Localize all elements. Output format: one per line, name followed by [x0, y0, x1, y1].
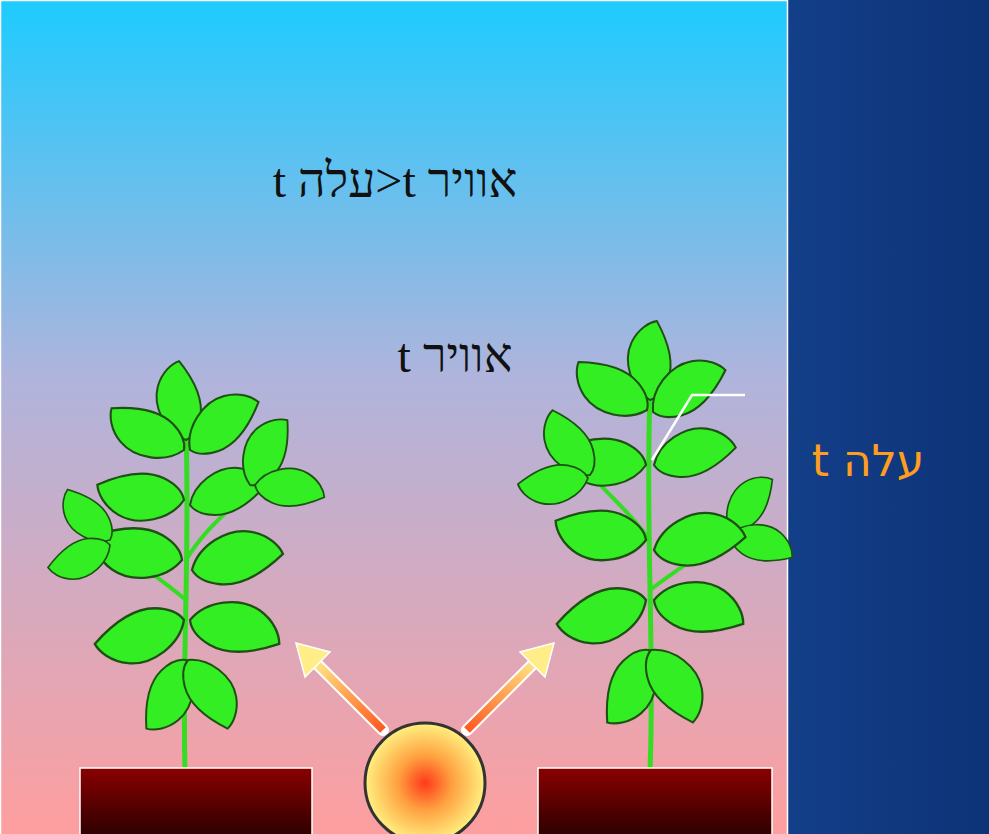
heater — [365, 723, 485, 834]
leader-line — [652, 395, 745, 460]
left-pot — [80, 768, 312, 834]
leaf-label: t עלה — [812, 435, 925, 486]
air-label: t אוויר — [398, 328, 513, 383]
right-pot — [538, 768, 772, 834]
heat-arrows — [296, 643, 554, 730]
left-plant — [43, 360, 328, 770]
comparison-label: t עלה>t אוויר — [273, 153, 518, 208]
right-plant — [517, 319, 800, 770]
